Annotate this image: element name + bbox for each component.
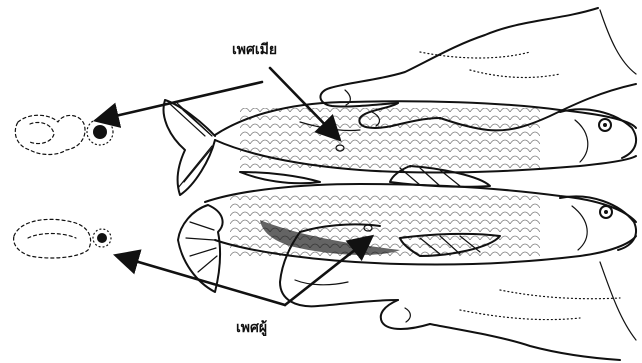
female-fish bbox=[164, 100, 637, 195]
male-label: เพศผู้ bbox=[236, 320, 267, 336]
male-fish bbox=[178, 184, 636, 292]
male-arrow-to-detail bbox=[118, 256, 285, 305]
female-arrow-to-detail bbox=[98, 82, 262, 120]
female-label: เพศเมีย bbox=[232, 42, 277, 58]
male-genital-detail bbox=[14, 219, 111, 258]
